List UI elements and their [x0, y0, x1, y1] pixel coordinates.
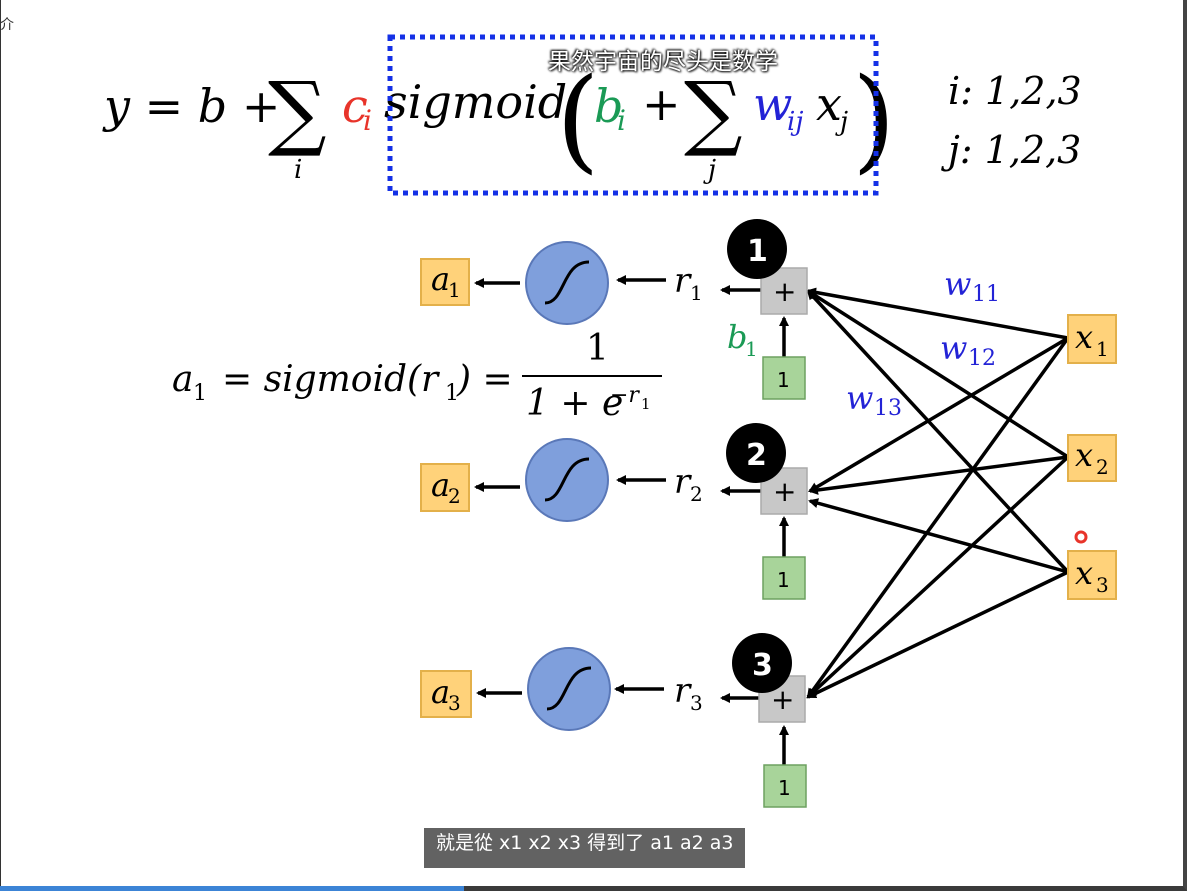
svg-text:12: 12 — [968, 346, 996, 371]
coef-c-sub: i — [363, 104, 372, 137]
video-progress-bar[interactable] — [0, 886, 464, 891]
sigmoid-curve-icon — [546, 666, 592, 711]
badge-number: 3 — [752, 648, 773, 683]
output-label: a — [431, 673, 450, 711]
output-label: a — [431, 260, 450, 298]
main-formula: y = b + ∑ i c i sigmoid ( b i + ∑ j w ij… — [102, 55, 1082, 185]
svg-text:1: 1 — [1096, 337, 1109, 361]
highlight-dashed-box — [387, 34, 879, 196]
r-label: r — [674, 671, 692, 711]
input-x: x — [816, 77, 842, 131]
bias-value: 1 — [778, 776, 791, 800]
bias-box — [762, 556, 806, 600]
badge — [732, 633, 792, 693]
sum-index-i: i — [294, 155, 302, 185]
svg-text:13: 13 — [874, 396, 902, 421]
weight-connections — [806, 287, 1070, 699]
svg-text:1: 1 — [448, 278, 461, 302]
sigma-symbol-inner: ∑ — [684, 65, 743, 160]
formula-lhs: y = b + — [102, 79, 280, 133]
inner-plus: + — [642, 77, 681, 131]
badge-number: 2 — [746, 438, 767, 473]
input-nodes: x 1 x 2 x 3 — [1067, 314, 1117, 600]
bias-b-sub: i — [617, 104, 626, 137]
svg-text:3: 3 — [448, 691, 461, 715]
range-i: i: 1,2,3 — [948, 69, 1082, 113]
weight-labels: w 11 w 12 w 13 — [846, 265, 1000, 421]
sigma-symbol: ∑ — [268, 65, 327, 160]
sigmoid-curve-icon — [544, 260, 590, 305]
svg-text:) =: ) = — [456, 359, 513, 400]
sum-plus: + — [773, 475, 796, 508]
svg-text:1: 1 — [586, 328, 609, 369]
svg-text:w: w — [940, 329, 967, 367]
svg-text:w: w — [944, 265, 971, 303]
svg-text:= sigmoid(r: = sigmoid(r — [222, 359, 440, 400]
svg-text:1: 1 — [445, 381, 459, 406]
svg-text:−r: −r — [610, 383, 640, 408]
open-paren: ( — [556, 55, 600, 185]
svg-text:1: 1 — [193, 381, 207, 406]
svg-text:w: w — [846, 379, 873, 417]
neuron-row-3: a 3 r 3 + 1 3 — [420, 633, 807, 808]
sigmoid-node — [525, 438, 609, 522]
badge — [726, 423, 786, 483]
weight-w: w — [753, 77, 792, 131]
output-box — [420, 463, 470, 512]
badge — [727, 219, 787, 279]
sum-plus: + — [771, 683, 794, 716]
corner-glyph: 介 — [0, 17, 14, 33]
subtitle-top: 果然宇宙的尽头是数学 — [548, 49, 778, 75]
weight-w-sub: ij — [787, 107, 803, 137]
pointer-dot — [1074, 530, 1088, 544]
bias-value: 1 — [777, 568, 790, 592]
input-x3: x 3 — [1067, 550, 1117, 600]
svg-text:2: 2 — [448, 484, 461, 508]
r-label: r — [674, 261, 692, 301]
svg-text:3: 3 — [690, 691, 703, 715]
sigmoid-curve-icon — [544, 457, 590, 502]
weight-w13: w 13 — [846, 379, 902, 421]
badge-number: 1 — [747, 234, 768, 269]
svg-text:1: 1 — [745, 337, 758, 361]
sigmoid-node — [527, 647, 611, 731]
input-x2: x 2 — [1067, 434, 1117, 482]
svg-text:1: 1 — [641, 395, 651, 413]
sigmoid-word: sigmoid — [384, 75, 567, 129]
weight-w11: w 11 — [944, 265, 1000, 307]
svg-text:1 + e: 1 + e — [526, 383, 623, 424]
svg-text:3: 3 — [1096, 573, 1109, 597]
svg-text:x: x — [1075, 318, 1093, 356]
svg-text:11: 11 — [972, 282, 1000, 307]
neuron-row-1: a 1 r 1 + 1 1 — [420, 219, 808, 400]
svg-text:b: b — [727, 318, 747, 356]
sigmoid-node — [525, 241, 609, 325]
svg-text:x: x — [1075, 436, 1093, 474]
svg-text:2: 2 — [690, 482, 703, 506]
svg-text:a: a — [172, 359, 193, 400]
coef-c: c — [342, 79, 368, 133]
range-j: j: 1,2,3 — [941, 128, 1081, 172]
r-label: r — [674, 462, 692, 502]
svg-text:2: 2 — [1096, 455, 1109, 479]
bias-label-b1: b 1 — [727, 318, 758, 361]
bias-value: 1 — [777, 368, 790, 392]
svg-text:1: 1 — [690, 281, 703, 305]
neuron-row-2: a 2 r 2 + 1 2 — [420, 423, 808, 600]
sum-plus: + — [773, 275, 796, 308]
weight-w12: w 12 — [940, 329, 996, 371]
output-box — [420, 670, 472, 718]
input-x1: x 1 — [1067, 314, 1117, 364]
bias-box — [763, 764, 807, 808]
output-label: a — [431, 466, 450, 504]
bias-box — [762, 356, 806, 400]
bias-b: b — [594, 79, 623, 133]
sigmoid-formula: a 1 = sigmoid(r 1 ) = 1 1 + e −r 1 — [172, 328, 662, 424]
subtitle-bottom: 就是從 x1 x2 x3 得到了 a1 a2 a3 — [424, 828, 746, 868]
svg-text:x: x — [1075, 554, 1093, 592]
output-box — [420, 258, 470, 306]
